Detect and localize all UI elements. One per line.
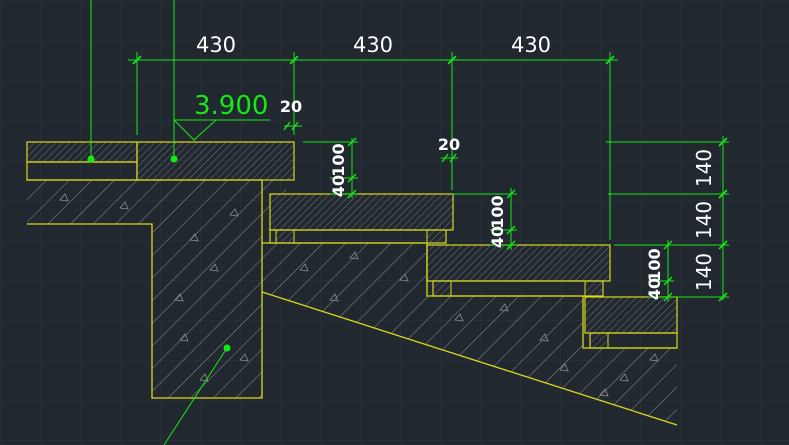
dimension-texts: 430 430 430 3.900 20 20 40 100 40 100 40… bbox=[194, 33, 716, 300]
stair-tread-2 bbox=[426, 244, 611, 297]
top-dim-2: 430 bbox=[353, 33, 393, 57]
leader-dots bbox=[87, 155, 231, 352]
riser-dim-1: 140 bbox=[692, 149, 716, 187]
riser-dim-2: 140 bbox=[692, 201, 716, 239]
stair-tread-1 bbox=[269, 193, 454, 244]
concrete-structure bbox=[27, 180, 677, 425]
step1-dim-a: 40 bbox=[329, 175, 348, 197]
step1-dim-b: 100 bbox=[329, 143, 348, 176]
step2-dim-a: 40 bbox=[488, 226, 507, 248]
top-dim-1: 430 bbox=[196, 33, 236, 57]
top-dim-3: 430 bbox=[511, 33, 551, 57]
riser-dim-3: 140 bbox=[692, 253, 716, 291]
step2-dim-b: 100 bbox=[488, 195, 507, 228]
gap-mid-dim: 20 bbox=[438, 135, 460, 154]
elevation-label: 3.900 bbox=[194, 91, 268, 121]
gap-top-dim: 20 bbox=[280, 97, 302, 116]
step3-dim-a: 40 bbox=[645, 278, 664, 300]
stair-tread-3 bbox=[584, 296, 678, 349]
step3-dim-b: 100 bbox=[645, 248, 664, 281]
dimension-lines bbox=[90, 0, 729, 445]
landing-slab bbox=[26, 141, 295, 181]
